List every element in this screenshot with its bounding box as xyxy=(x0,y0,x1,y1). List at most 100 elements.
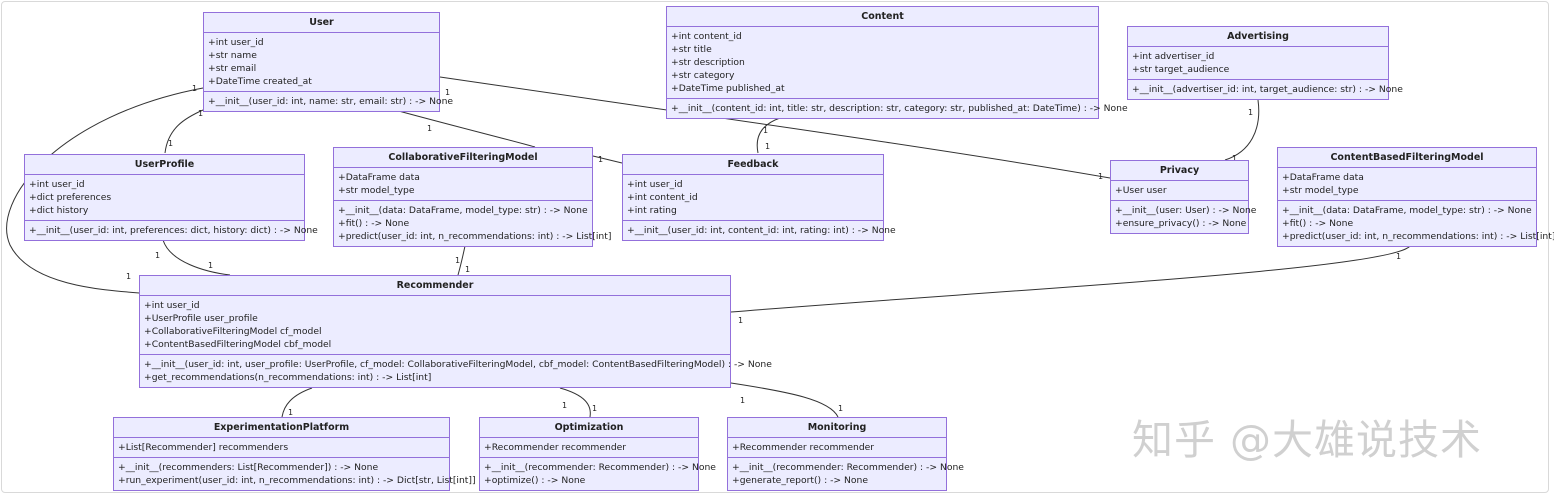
attribute: +str email xyxy=(208,63,257,74)
method: +ensure_privacy() : -> None xyxy=(1115,218,1247,229)
class-title: Advertising xyxy=(1128,27,1388,47)
attribute: +int user_id xyxy=(208,37,264,48)
class-title: ExperimentationPlatform xyxy=(114,418,449,438)
class-userprofile[interactable]: UserProfile +int user_id +dict preferenc… xyxy=(24,154,318,241)
multiplicity-label: 1 xyxy=(465,265,471,274)
attributes-section: +int user_id +int content_id +int rating xyxy=(623,175,883,220)
methods-section: +__init__(content_id: int, title: str, d… xyxy=(667,98,1128,118)
multiplicity-label: 1 xyxy=(1098,172,1104,181)
attribute: +List[Recommender] recommenders xyxy=(118,442,289,453)
multiplicity-label: 1 xyxy=(1396,252,1402,261)
attribute: +str model_type xyxy=(1282,185,1359,196)
multiplicity-label: 1 xyxy=(838,404,844,413)
multiplicity-label: 1 xyxy=(198,109,204,118)
attribute: +int advertiser_id xyxy=(1132,51,1215,62)
attribute: +dict preferences xyxy=(29,192,112,203)
multiplicity-label: 1 xyxy=(208,261,214,270)
multiplicity-label: 1 xyxy=(765,142,771,151)
multiplicity-label: 1 xyxy=(763,126,769,135)
edge-user-privacy xyxy=(439,76,1111,179)
class-content[interactable]: Content +int content_id +str title +str … xyxy=(666,6,1128,119)
watermark-text: 知乎 @大雄说技术 xyxy=(1132,416,1483,464)
class-user[interactable]: User +int user_id +str name +str email +… xyxy=(203,12,453,112)
methods-section: +__init__(user_id: int, preferences: dic… xyxy=(25,220,318,240)
class-feedback[interactable]: Feedback +int user_id +int content_id +i… xyxy=(622,154,896,241)
multiplicity-label: 1 xyxy=(1232,154,1238,163)
method: +predict(user_id: int, n_recommendations… xyxy=(338,231,612,242)
multiplicity-label: 1 xyxy=(592,404,598,413)
edge-recommender-optimization xyxy=(559,387,591,418)
methods-section: +__init__(advertiser_id: int, target_aud… xyxy=(1128,79,1403,99)
attribute: +DateTime created_at xyxy=(208,76,312,87)
class-advertising[interactable]: Advertising +int advertiser_id +str targ… xyxy=(1127,26,1403,100)
edge-userprofile-recommender xyxy=(162,239,231,276)
method: +__init__(user_id: int, content_id: int,… xyxy=(627,225,896,236)
attribute: +int user_id xyxy=(144,300,200,311)
class-title: Privacy xyxy=(1111,161,1248,181)
attribute: +int rating xyxy=(627,205,677,216)
attribute: +int content_id xyxy=(671,31,742,42)
multiplicity-label: 1 xyxy=(562,401,568,410)
multiplicity-label: 1 xyxy=(455,256,461,265)
method: +fit() : -> None xyxy=(338,218,410,229)
attribute: +str name xyxy=(208,50,257,61)
methods-section: +__init__(user_id: int, content_id: int,… xyxy=(623,220,896,240)
method: +__init__(recommender: Recommender) : ->… xyxy=(732,462,964,473)
multiplicity-label: 1 xyxy=(738,316,744,325)
attribute: +str description xyxy=(671,57,745,68)
edge-cfmodel-recommender xyxy=(457,245,466,276)
class-title: Monitoring xyxy=(728,418,946,438)
attribute: +Recommender recommender xyxy=(484,442,627,453)
methods-section: +__init__(recommenders: List[Recommender… xyxy=(114,457,476,490)
attributes-section: +int advertiser_id +str target_audience xyxy=(1128,47,1388,79)
methods-section: +__init__(user_id: int, user_profile: Us… xyxy=(140,354,772,387)
class-privacy[interactable]: Privacy +User user +__init__(user: User)… xyxy=(1110,160,1256,234)
attribute: +UserProfile user_profile xyxy=(144,313,258,324)
multiplicity-label: 1 xyxy=(598,155,604,164)
class-content-based-filtering-model[interactable]: ContentBasedFilteringModel +DataFrame da… xyxy=(1277,147,1554,247)
attribute: +User user xyxy=(1115,185,1167,196)
method: +__init__(advertiser_id: int, target_aud… xyxy=(1132,84,1403,95)
attributes-section: +DataFrame data +str model_type xyxy=(334,168,592,200)
edge-recommender-monitoring xyxy=(730,382,839,418)
class-monitoring[interactable]: Monitoring +Recommender recommender +__i… xyxy=(727,417,964,491)
class-optimization[interactable]: Optimization +Recommender recommender +_… xyxy=(479,417,716,491)
attributes-section: +int user_id +UserProfile user_profile +… xyxy=(140,296,730,354)
methods-section: +__init__(data: DataFrame, model_type: s… xyxy=(1278,200,1554,246)
multiplicity-label: 1 xyxy=(445,88,451,97)
attribute: +DataFrame data xyxy=(1282,172,1364,183)
edge-user-cfmodel xyxy=(394,109,536,148)
edge-user-recommender xyxy=(6,87,204,294)
method: +__init__(user_id: int, preferences: dic… xyxy=(29,225,318,236)
attribute: +ContentBasedFilteringModel cbf_model xyxy=(144,339,332,350)
class-title: Content xyxy=(667,7,1098,27)
multiplicity-label: 1 xyxy=(126,272,132,281)
attributes-section: +Recommender recommender xyxy=(480,438,698,457)
method: +__init__(recommender: Recommender) : ->… xyxy=(484,462,716,473)
attribute: +DateTime published_at xyxy=(671,83,785,94)
class-experimentation-platform[interactable]: ExperimentationPlatform +List[Recommende… xyxy=(113,417,476,491)
method: +optimize() : -> None xyxy=(484,475,586,486)
multiplicity-label: 1 xyxy=(288,408,294,417)
attributes-section: +Recommender recommender xyxy=(728,438,946,457)
attribute: +str category xyxy=(671,70,735,81)
edge-content-feedback xyxy=(756,117,781,154)
method: +__init__(content_id: int, title: str, d… xyxy=(671,103,1128,114)
class-collaborative-filtering-model[interactable]: CollaborativeFilteringModel +DataFrame d… xyxy=(333,147,612,247)
methods-section: +__init__(recommender: Recommender) : ->… xyxy=(480,457,716,490)
method: +__init__(recommenders: List[Recommender… xyxy=(118,462,379,473)
multiplicity-label: 1 xyxy=(427,124,433,133)
attribute: +int user_id xyxy=(29,179,85,190)
multiplicity-label: 1 xyxy=(192,84,198,93)
class-title: Optimization xyxy=(480,418,698,438)
attribute: +CollaborativeFilteringModel cf_model xyxy=(144,326,322,337)
class-recommender[interactable]: Recommender +int user_id +UserProfile us… xyxy=(139,275,772,388)
attributes-section: +User user xyxy=(1111,181,1248,200)
edge-cbfmodel-recommender xyxy=(730,245,1411,313)
attributes-section: +DataFrame data +str model_type xyxy=(1278,168,1536,200)
method: +predict(user_id: int, n_recommendations… xyxy=(1282,231,1554,242)
class-title: User xyxy=(204,13,439,33)
attributes-section: +int user_id +dict preferences +dict his… xyxy=(25,175,304,220)
